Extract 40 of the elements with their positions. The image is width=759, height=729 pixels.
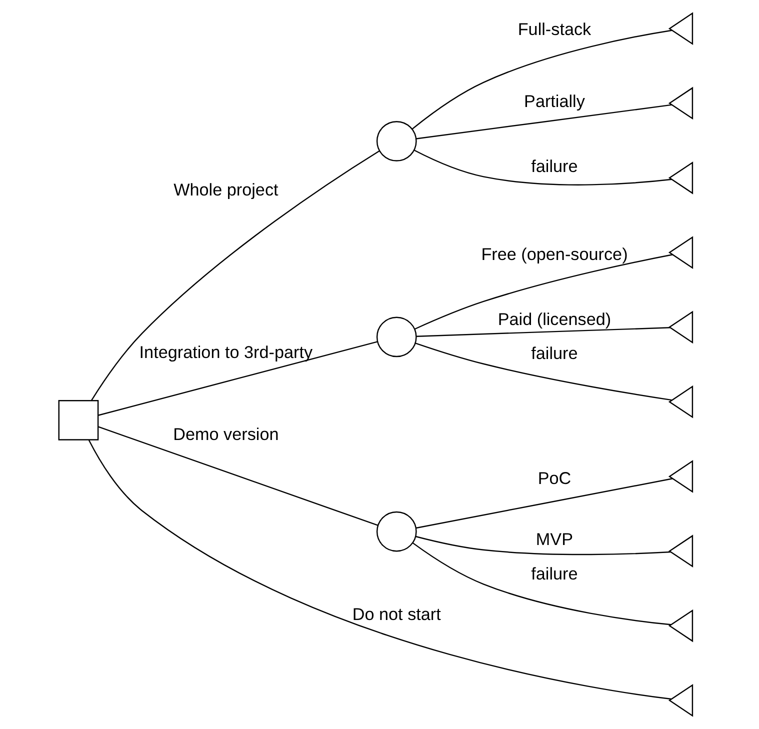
edge-label: failure xyxy=(531,343,578,364)
connector xyxy=(414,254,673,330)
node-triangle xyxy=(668,684,694,717)
connector xyxy=(98,426,378,526)
connector xyxy=(416,478,673,529)
node-circle xyxy=(376,316,417,358)
connector xyxy=(416,104,672,140)
node-triangle xyxy=(668,385,694,418)
node-triangle xyxy=(668,534,694,568)
edge-label: Whole project xyxy=(174,179,278,200)
node-triangle xyxy=(668,236,694,269)
node-triangle xyxy=(668,161,694,194)
connector xyxy=(412,30,672,130)
edge-label: Partially xyxy=(524,91,585,112)
connector xyxy=(416,536,670,556)
connector xyxy=(415,342,672,401)
node-triangle xyxy=(668,460,694,493)
edge-label: Integration to 3rd-party xyxy=(139,342,313,362)
node-triangle xyxy=(668,310,694,344)
node-box xyxy=(58,400,99,440)
connector xyxy=(412,542,672,626)
edge-label: PoC xyxy=(538,468,572,488)
connector xyxy=(88,440,672,700)
edge-label: failure xyxy=(531,564,578,584)
node-triangle xyxy=(668,12,694,46)
node-triangle xyxy=(668,86,694,120)
node-circle xyxy=(376,511,417,552)
edge-label: MVP xyxy=(536,529,574,550)
edge-label: failure xyxy=(531,156,578,176)
edge-label: Do not start xyxy=(352,604,441,624)
edge-label: Full-stack xyxy=(518,18,592,39)
edge-label: Demo version xyxy=(173,424,279,444)
node-circle xyxy=(376,120,417,162)
connector xyxy=(414,150,672,186)
connector xyxy=(91,150,380,401)
connector xyxy=(416,327,670,337)
node-triangle xyxy=(668,609,694,642)
edge-label: Free (open-source) xyxy=(481,244,628,264)
edge-label: Paid (licensed) xyxy=(498,308,612,329)
connector xyxy=(98,341,378,416)
